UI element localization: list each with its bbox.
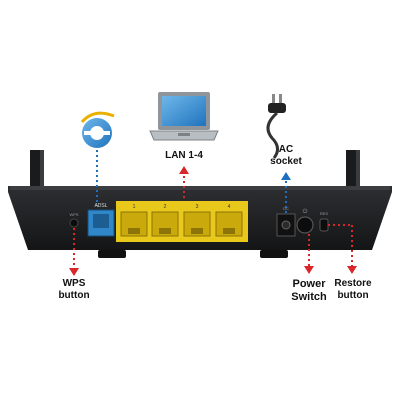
restore-label-line2: button — [337, 290, 369, 301]
internet-explorer-icon — [80, 111, 115, 148]
power-label-line2: Switch — [291, 291, 327, 303]
wps-small-caption: WPS — [69, 212, 78, 217]
power-switch-label: Power Switch — [284, 278, 334, 304]
power-symbol-caption: ⏻ — [303, 208, 308, 215]
restore-label-line1: Restore — [334, 278, 372, 289]
ac-socket-label: AC socket — [262, 144, 310, 168]
restore-button-label: Restore button — [328, 278, 378, 302]
lan-callout — [179, 166, 189, 198]
lan-label-text: LAN 1-4 — [165, 150, 203, 161]
dc-small-caption: DC — [283, 206, 289, 211]
wps-label: WPS button — [52, 278, 96, 302]
lan-port-number: 1 — [133, 204, 136, 210]
power-label-line1: Power — [292, 278, 326, 290]
wps-label-line1: WPS — [62, 278, 86, 289]
lan-port-number: 4 — [228, 204, 231, 210]
restore-callout — [328, 224, 357, 274]
ac-callout — [281, 172, 291, 213]
power-plug-icon — [266, 94, 286, 159]
adsl-port-caption: ADSL — [94, 203, 107, 209]
lan-ports — [116, 201, 248, 242]
lan-port-number: 2 — [164, 204, 167, 210]
power-switch — [296, 216, 314, 234]
adsl-port — [87, 209, 115, 237]
wps-callout — [69, 228, 79, 276]
ac-label-line2: socket — [270, 156, 302, 167]
lan-label: LAN 1-4 — [158, 150, 210, 162]
power-callout — [304, 234, 314, 274]
wps-label-line2: button — [58, 290, 90, 301]
reset-small-caption: RES — [320, 211, 329, 216]
lan-port-number: 3 — [196, 204, 199, 210]
laptop-icon — [149, 92, 219, 141]
ac-socket — [276, 213, 296, 237]
restore-button — [319, 218, 329, 232]
ac-label-line1: AC — [278, 144, 294, 155]
wps-button — [69, 218, 79, 228]
